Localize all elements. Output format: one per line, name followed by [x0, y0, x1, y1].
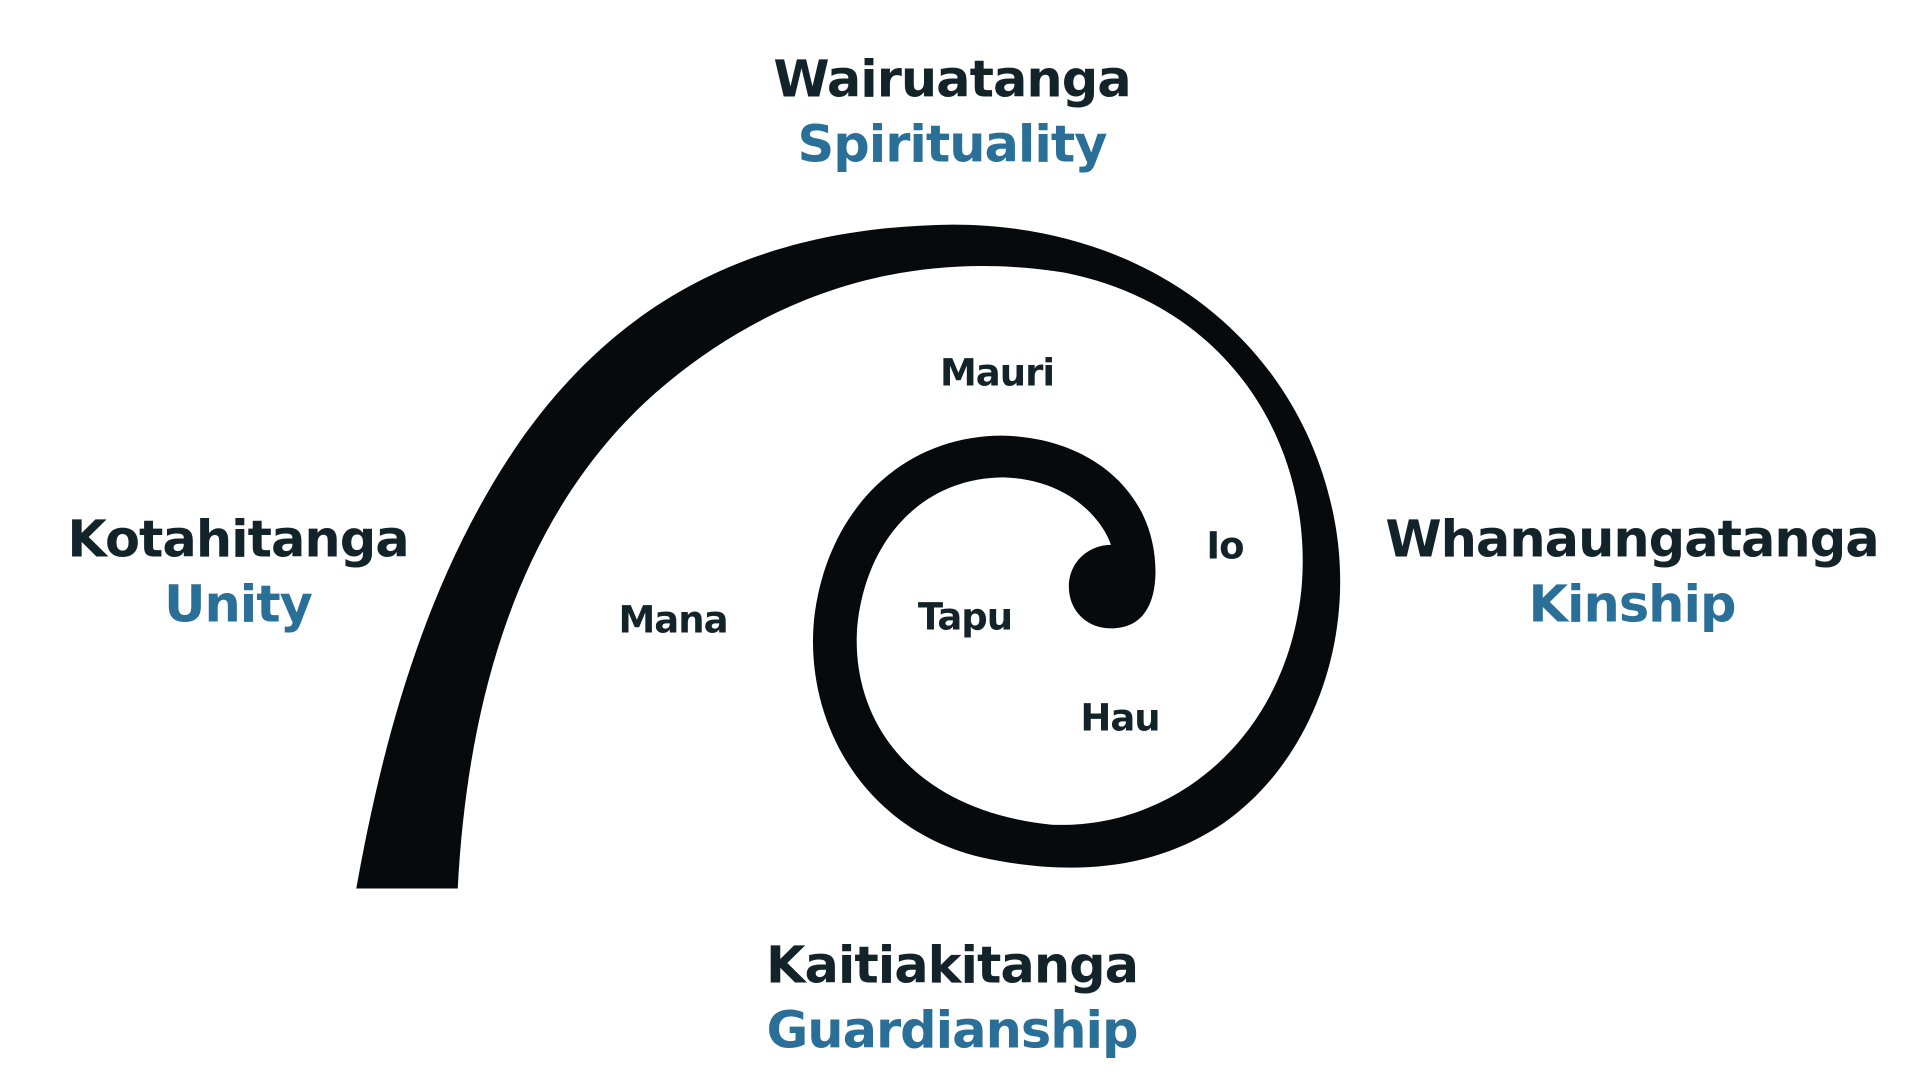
whanaungatanga-label: Whanaungatanga	[1385, 510, 1879, 570]
hau-label: Hau	[1080, 696, 1160, 740]
io-label: Io	[1206, 524, 1244, 568]
kinship-label: Kinship	[1528, 575, 1737, 635]
kotahitanga-label: Kotahitanga	[67, 510, 409, 570]
mauri-label: Mauri	[939, 351, 1055, 395]
spirituality-label: Spirituality	[797, 115, 1107, 175]
wairuatanga-label: Wairuatanga	[773, 50, 1131, 110]
guardianship-label: Guardianship	[766, 1001, 1138, 1061]
mana-label: Mana	[618, 598, 728, 642]
tapu-label: Tapu	[917, 595, 1013, 639]
unity-label: Unity	[164, 575, 313, 635]
kaitiakitanga-label: Kaitiakitanga	[765, 936, 1139, 996]
